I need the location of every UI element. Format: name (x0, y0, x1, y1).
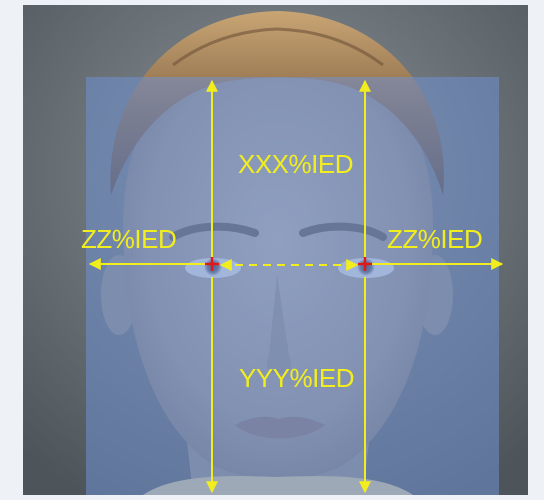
label-right: ZZ%IED (387, 224, 482, 254)
face-crop-box (86, 77, 499, 495)
label-top: XXX%IED (238, 149, 353, 179)
face-diagram: XXX%IED YYY%IED ZZ%IED ZZ%IED (23, 5, 528, 495)
label-left: ZZ%IED (81, 224, 176, 254)
label-bottom: YYY%IED (239, 363, 354, 393)
